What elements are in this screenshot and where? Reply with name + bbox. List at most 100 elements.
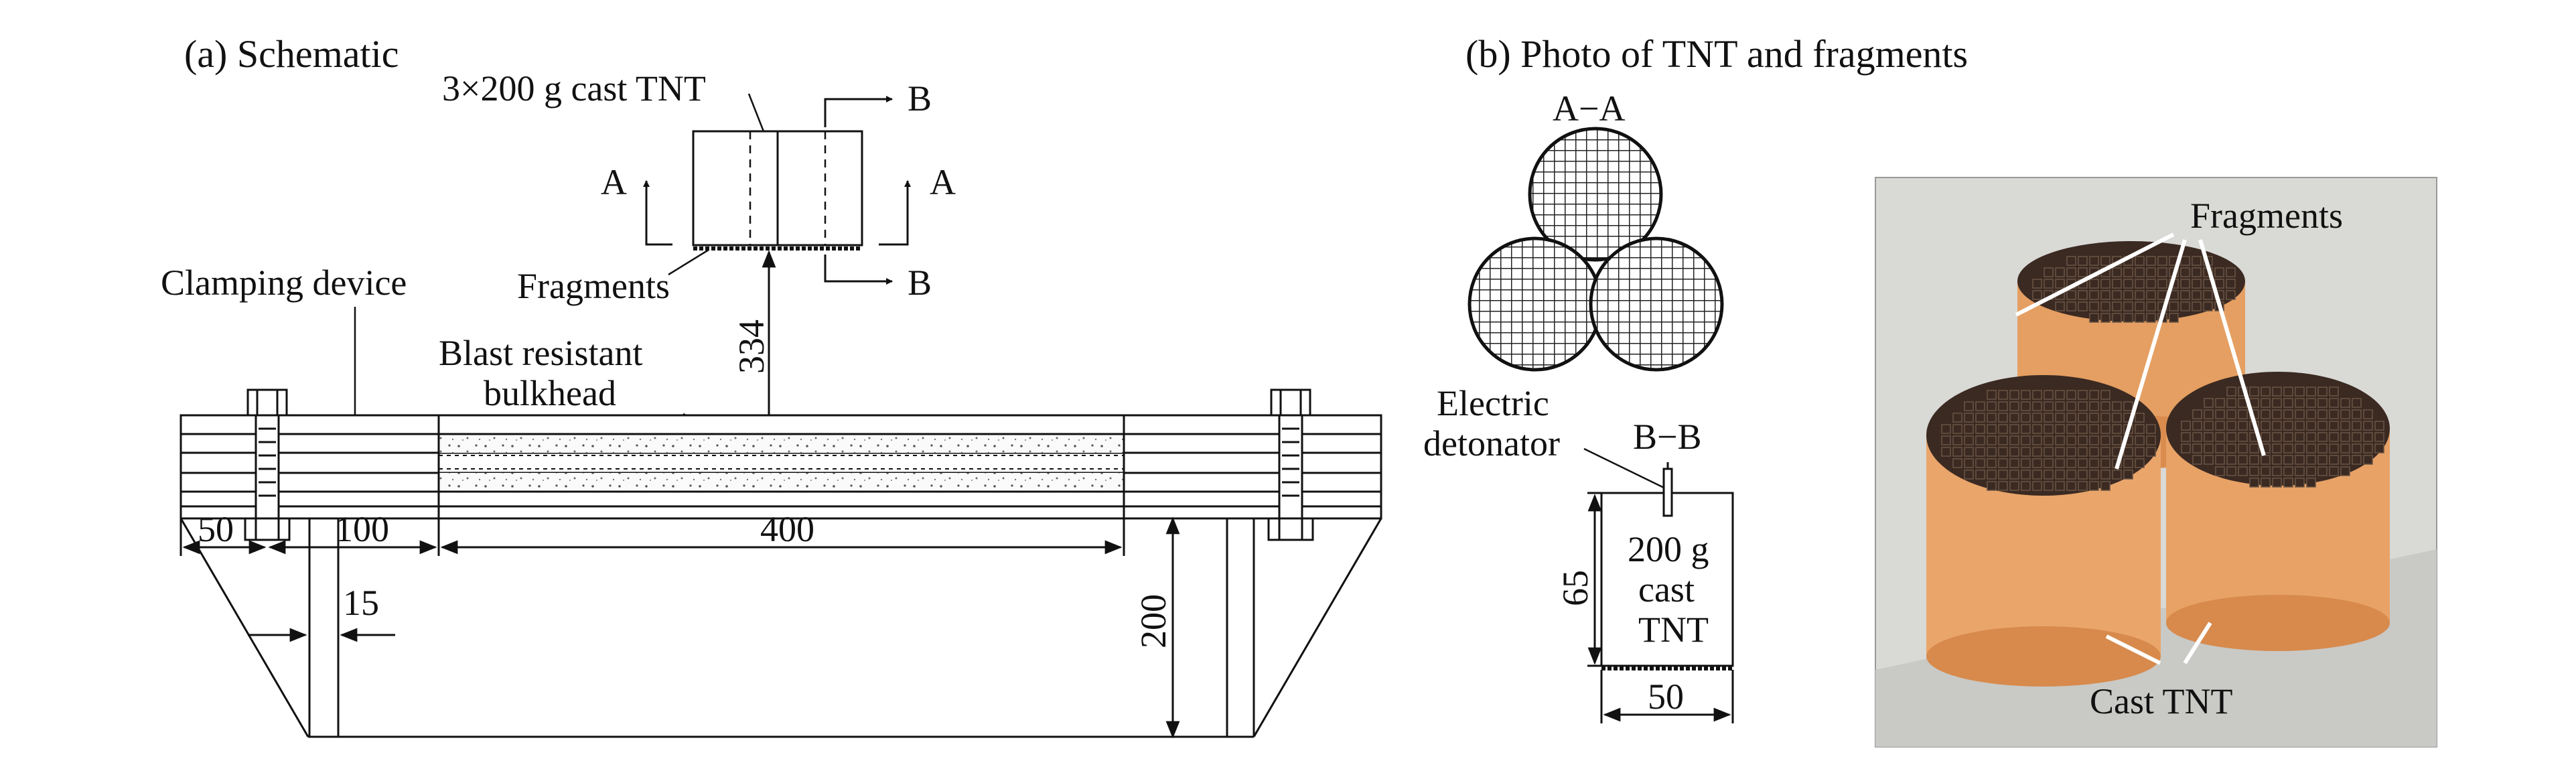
fragment-cube: [2226, 421, 2236, 431]
fragment-cube: [2192, 290, 2202, 300]
fragment-cube: [2078, 256, 2088, 266]
fragment-cube: [2215, 409, 2225, 419]
fragment-cube: [2295, 421, 2305, 431]
fragment-cube: [2100, 435, 2110, 445]
fragment-cube: [2374, 421, 2384, 431]
fragment-cube: [2009, 413, 2019, 423]
fragment-cube: [2044, 435, 2054, 445]
fragment-cube: [2192, 443, 2202, 453]
fragment-cube: [1952, 447, 1962, 457]
fragment-cube: [2078, 447, 2088, 457]
fragment-cube: [2238, 455, 2248, 465]
fragment-cube: [2066, 481, 2076, 491]
fragment-cube: [2089, 256, 2099, 266]
fragment-cube: [2272, 466, 2282, 476]
fragment-cube: [2055, 447, 2065, 457]
fragment-cube: [2009, 481, 2019, 491]
fragment-cube: [2204, 455, 2214, 465]
fragment-cube: [2352, 443, 2362, 453]
fragment-cube: [2283, 443, 2293, 453]
fragment-cube: [2374, 443, 2384, 453]
bolt-left: [244, 388, 291, 541]
fragment-cube: [2055, 267, 2065, 277]
fragment-cube: [2192, 256, 2202, 266]
fragment-cube: [2283, 478, 2293, 488]
fragment-cube: [2352, 409, 2362, 419]
fragment-cube: [1952, 413, 1962, 423]
fragment-cube: [2226, 455, 2236, 465]
fragment-cube: [2192, 432, 2202, 442]
fragment-cube: [2340, 398, 2350, 408]
fragment-cube: [1975, 447, 1985, 457]
dimension-50-label: 50: [1648, 677, 1684, 717]
fragment-cube: [1987, 435, 1997, 445]
fragment-cube: [2044, 424, 2054, 434]
fragment-cube: [2157, 256, 2167, 266]
fragment-cube: [2329, 421, 2339, 431]
fragments-label: Fragments: [517, 266, 670, 306]
fragment-cube: [2123, 313, 2133, 323]
fragment-cube: [2089, 424, 2099, 434]
section-arrows: [643, 96, 911, 285]
fragment-cube: [2066, 390, 2076, 400]
fragment-cube: [2146, 290, 2156, 300]
fragment-cube: [2261, 478, 2271, 488]
section-aa-label: A−A: [1553, 88, 1625, 129]
fragment-cube: [2044, 401, 2054, 411]
fragment-cube: [1975, 424, 1985, 434]
fragment-cube: [2112, 413, 2122, 423]
fragment-cube: [2112, 313, 2122, 323]
fragment-cube: [2146, 313, 2156, 323]
fragment-cube: [2055, 458, 2065, 468]
fragment-cube: [2261, 432, 2271, 442]
fragment-cube: [2055, 390, 2065, 400]
clamp-plates: [180, 414, 1382, 520]
fragment-cube: [2021, 424, 2031, 434]
fragment-cube: [2295, 478, 2305, 488]
fragment-cube: [2009, 401, 2019, 411]
fragment-cube: [2089, 447, 2099, 457]
fragment-cube: [1998, 413, 2008, 423]
bolt-right: [1267, 388, 1314, 541]
fragment-cube: [1998, 390, 2008, 400]
fragment-cube: [2089, 390, 2099, 400]
dimension-edge-label: 50: [198, 509, 234, 549]
fragment-cube: [2100, 290, 2110, 300]
fragment-cube: [2044, 447, 2054, 457]
fragment-cube: [2306, 432, 2316, 442]
fragment-cube: [2306, 455, 2316, 465]
fragment-cube: [1941, 424, 1951, 434]
fragment-cube: [2203, 290, 2213, 300]
fragment-cube: [2204, 398, 2214, 408]
fragment-cube: [2066, 424, 2076, 434]
fragment-cube: [1987, 424, 1997, 434]
fragment-cube: [2215, 455, 2225, 465]
fragment-cube: [2214, 267, 2224, 277]
fragment-cube: [2066, 301, 2076, 311]
fragment-cube: [2044, 390, 2054, 400]
fragment-cube: [2329, 409, 2339, 419]
fragment-cube: [2100, 413, 2110, 423]
dimension-clamp-width-label: 100: [335, 509, 389, 549]
fragment-cube: [2089, 470, 2099, 480]
charge-bb-line1: 200 g: [1628, 529, 1709, 569]
fragment-cube: [2295, 386, 2305, 397]
fragment-cube: [2329, 455, 2339, 465]
fragment-cube: [2272, 421, 2282, 431]
detonator-label-line1: Electric: [1437, 383, 1549, 423]
fragment-cube: [2032, 470, 2042, 480]
photo-leaders: [2015, 232, 2266, 665]
fragment-cube: [2009, 458, 2019, 468]
fragment-cube: [1998, 481, 2008, 491]
fragment-cube: [2272, 432, 2282, 442]
fragment-cube: [2363, 421, 2373, 431]
fragment-cube: [2226, 398, 2236, 408]
fragment-cube: [2340, 443, 2350, 453]
fragment-cube: [2021, 470, 2031, 480]
fragment-cube: [2135, 413, 2145, 423]
fragment-cube: [2261, 466, 2271, 476]
fragment-cube: [2032, 481, 2042, 491]
fragment-cube: [2055, 413, 2065, 423]
fragment-cube: [2180, 279, 2190, 289]
